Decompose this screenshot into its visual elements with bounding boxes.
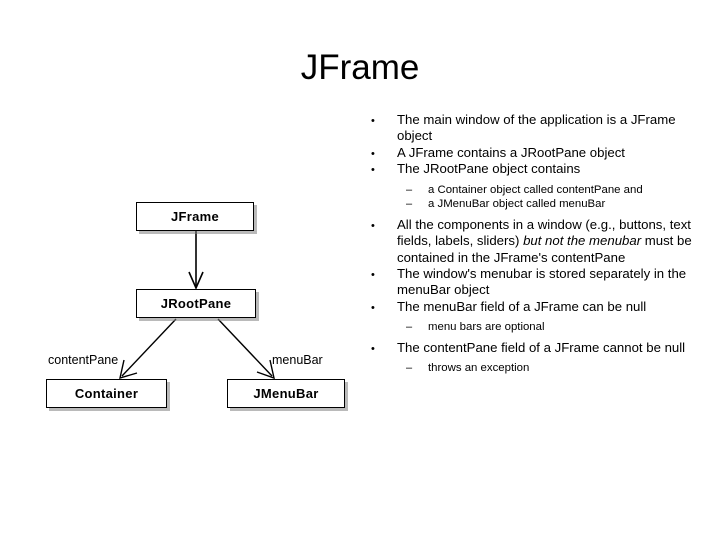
list-item-text: The menuBar field of a JFrame can be nul… <box>397 298 647 314</box>
bullet-marker-icon: • <box>371 219 375 232</box>
diagram-connectors <box>119 231 275 380</box>
bullet-marker-icon: • <box>371 301 375 314</box>
page-title: JFrame <box>300 48 420 88</box>
dash-marker-icon: – <box>406 321 413 334</box>
diagram-node-jmenubar: JMenuBar <box>227 379 345 408</box>
bullet-marker-icon: • <box>371 147 375 160</box>
sub-list-item: – a JMenuBar object called menuBar <box>366 197 692 212</box>
list-item-text: a Container object called contentPane an… <box>428 183 643 196</box>
list-item: • A JFrame contains a JRootPane object <box>366 145 692 161</box>
list-item: • The JRootPane object contains <box>366 161 692 177</box>
arrow-jrootpane-to-container <box>121 318 177 377</box>
list-item-text: The window's menubar is stored separatel… <box>397 266 687 298</box>
diagram-node-jframe: JFrame <box>136 202 254 231</box>
diagram-node-container-label: Container <box>74 386 139 401</box>
arrowhead-jrootpane <box>188 271 204 290</box>
list-item-text: The main window of the application is a … <box>397 112 676 144</box>
class-diagram: JFrame JRootPane Container JMenuBar cont… <box>0 180 360 430</box>
sub-list-item: – menu bars are optional <box>366 320 692 335</box>
diagram-node-jrootpane-label: JRootPane <box>160 296 232 311</box>
bullet-marker-icon: • <box>371 269 375 282</box>
diagram-node-jmenubar-label: JMenuBar <box>253 386 319 401</box>
sub-list-item: – a Container object called contentPane a… <box>366 183 692 198</box>
edge-label-menubar: menuBar <box>272 353 323 367</box>
sub-list-item: – throws an exception <box>366 361 692 376</box>
list-item-text: throws an exception <box>428 362 530 375</box>
bullet-marker-icon: • <box>371 342 375 355</box>
diagram-node-jframe-label: JFrame <box>170 209 220 224</box>
list-item-text: menu bars are optional <box>428 321 545 334</box>
list-item-text: All the components in a window (e.g., bu… <box>397 216 692 265</box>
list-item: • The main window of the application is a… <box>366 112 692 145</box>
bullet-list: • The main window of the application is a… <box>366 112 692 376</box>
bullet-marker-icon: • <box>371 115 375 127</box>
list-item-text: The JRootPane object contains <box>397 161 581 177</box>
edge-label-contentpane: contentPane <box>48 353 119 367</box>
list-item: • The contentPane field of a JFrame canno… <box>366 340 692 356</box>
list-item: • The window's menubar is stored separate… <box>366 266 692 299</box>
list-item-text: The contentPane field of a JFrame cannot… <box>397 339 686 355</box>
list-item-text: a JMenuBar object called menuBar <box>428 198 606 211</box>
dash-marker-icon: – <box>406 198 413 211</box>
list-item: • The menuBar field of a JFrame can be nu… <box>366 299 692 315</box>
diagram-node-container: Container <box>46 379 167 408</box>
list-item-text: A JFrame contains a JRootPane object <box>397 144 625 160</box>
dash-marker-icon: – <box>406 362 413 375</box>
list-item: • All the components in a window (e.g., b… <box>366 217 692 266</box>
arrowhead-jmenubar <box>256 359 275 380</box>
arrow-jrootpane-to-jmenubar <box>217 318 273 377</box>
arrowhead-container <box>119 359 138 380</box>
emphasis-text: but not the menubar <box>523 233 642 249</box>
dash-marker-icon: – <box>406 183 413 196</box>
diagram-node-jrootpane: JRootPane <box>136 289 256 318</box>
bullet-marker-icon: • <box>371 164 375 177</box>
